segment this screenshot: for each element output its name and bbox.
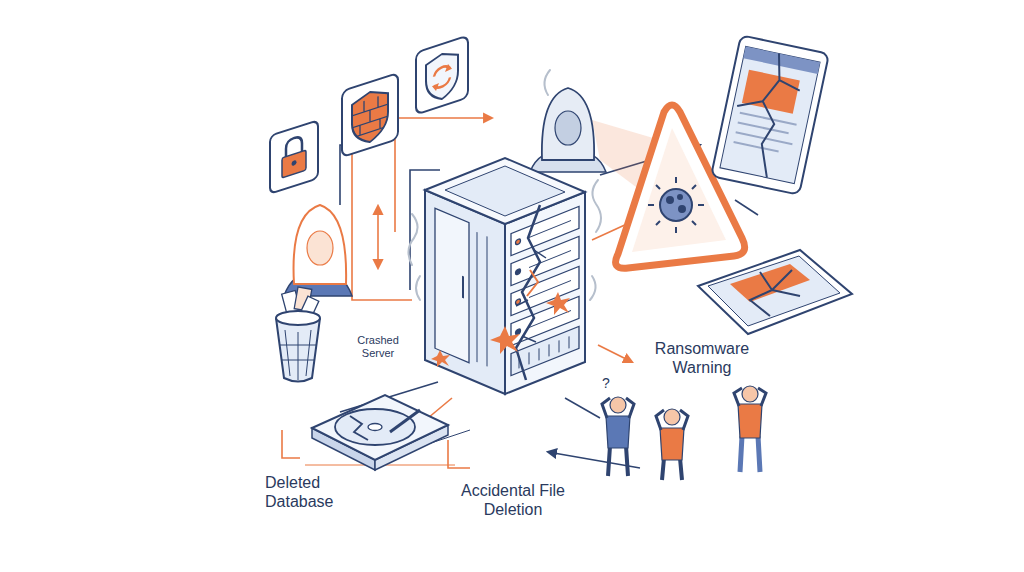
- text-label: Crashed Server: [350, 333, 406, 361]
- hard-drive: [350, 416, 368, 440]
- server-tower: [425, 190, 505, 394]
- worried-person: [664, 409, 680, 425]
- hard-drive: [312, 395, 448, 460]
- firewall-shield-icon: [342, 73, 398, 157]
- server-tower: [477, 232, 487, 366]
- virus-symbol: [678, 195, 682, 199]
- lock-icon: [292, 160, 297, 167]
- flow-lines: [377, 206, 379, 268]
- server-tower: [527, 270, 538, 296]
- cracked-tablet: [698, 250, 852, 334]
- firewall-shield-icon: [352, 86, 388, 148]
- trash-can: [279, 330, 317, 380]
- cracked-tablet: [743, 46, 820, 74]
- flow-lines: [282, 118, 758, 468]
- flow-lines: [448, 440, 470, 468]
- worried-person: [660, 428, 684, 460]
- server-tower: [505, 192, 585, 394]
- virus-symbol: [648, 177, 704, 233]
- hacker-figure: [307, 231, 333, 265]
- flow-lines: [282, 430, 300, 458]
- flow-lines: [735, 200, 758, 215]
- worried-person: [656, 410, 688, 430]
- hacker-figure: [530, 88, 606, 172]
- server-tower: [435, 208, 487, 370]
- hard-drive: [390, 410, 420, 432]
- recovery-shield-icon: [416, 36, 468, 115]
- virus-symbol: [648, 177, 704, 233]
- recovery-shield-icon: [416, 36, 468, 115]
- cracked-tablet: [708, 256, 840, 326]
- trash-can: [276, 311, 320, 325]
- worried-person: [740, 436, 760, 472]
- server-tower: [516, 268, 521, 275]
- recovery-shield-icon: [426, 49, 458, 104]
- spark: [490, 326, 520, 354]
- text-label: Deleted Database: [262, 472, 348, 512]
- worried-person: [738, 404, 762, 438]
- cracked-tablet: [720, 46, 820, 183]
- worried-person: [734, 386, 766, 472]
- spark: [546, 292, 570, 315]
- worried-person: [602, 397, 634, 476]
- worried-person: [606, 416, 630, 448]
- worried-person: [608, 446, 628, 476]
- server-tower: [435, 208, 469, 362]
- worried-person: [662, 458, 682, 480]
- firewall-shield-icon: [342, 73, 398, 157]
- server-tower: [462, 276, 464, 298]
- text-label: Ransomware Warning: [640, 338, 764, 378]
- hacker-figure: [542, 88, 594, 160]
- flow-lines: [428, 398, 452, 418]
- virus-symbol: [660, 189, 692, 221]
- server-tower: [445, 166, 565, 216]
- lock-icon: [282, 150, 306, 178]
- flow-lines: [565, 398, 600, 418]
- recovery-shield-icon: [432, 63, 452, 92]
- lock-icon: [270, 120, 318, 194]
- server-tower: [425, 158, 585, 394]
- hard-drive: [312, 395, 448, 470]
- smoke-wisps: [408, 214, 417, 265]
- cracked-tablet: [698, 250, 852, 334]
- text-label: ?: [598, 374, 614, 393]
- trash-can: [276, 287, 320, 382]
- cracked-tablet: [724, 47, 807, 180]
- virus-symbol: [667, 197, 673, 203]
- server-tower: [519, 221, 571, 369]
- lock-icon: [270, 120, 318, 194]
- hacker-figure: [294, 205, 347, 284]
- cracked-tablet: [734, 113, 797, 154]
- worried-person: [656, 409, 688, 480]
- virus-symbol: [679, 206, 685, 212]
- smoke-wisps: [592, 180, 601, 232]
- cracked-tablet: [711, 35, 829, 195]
- server-tower: [516, 238, 521, 245]
- cracked-tablet: [711, 35, 829, 195]
- smoke-wisps: [416, 276, 420, 300]
- trash-can: [276, 318, 320, 382]
- smoke-wisps: [590, 276, 596, 300]
- spark: [431, 350, 450, 367]
- server-tower: [516, 205, 540, 380]
- hard-drive: [368, 424, 382, 431]
- worried-person: [742, 386, 758, 402]
- hard-drive: [335, 409, 415, 445]
- text-label: Accidental File Deletion: [452, 480, 574, 520]
- hacker-figure: [284, 205, 352, 296]
- warning-triangle: [632, 128, 726, 252]
- spark: [431, 292, 570, 367]
- flow-lines: [352, 150, 412, 300]
- worried-person: [610, 397, 626, 413]
- flow-lines: [598, 345, 632, 362]
- hacker-figure: [555, 111, 581, 145]
- smoke-wisps: [544, 70, 550, 95]
- server-tower: [516, 250, 546, 342]
- worried-person: [602, 398, 634, 418]
- firewall-shield-icon: [352, 93, 388, 138]
- cracked-tablet: [750, 270, 800, 316]
